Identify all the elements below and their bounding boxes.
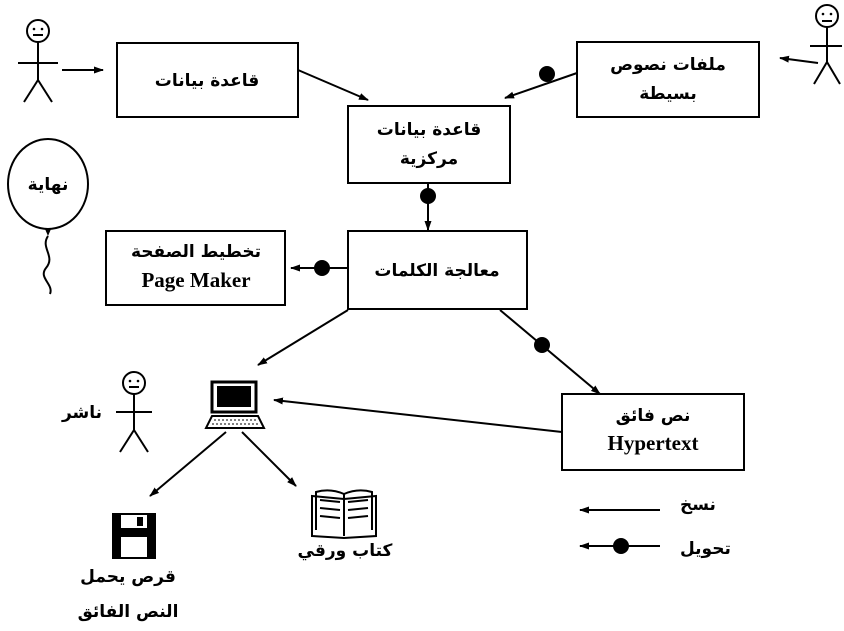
person-publisher-icon: [116, 371, 152, 453]
box-database-label: قاعدة بيانات: [155, 71, 259, 91]
edge-files-to-central: [504, 72, 578, 99]
legend-convert-label: تحويل: [680, 539, 731, 559]
box-word-processing-label: معالجة الكلمات: [374, 261, 499, 281]
convert-dot-files: [539, 66, 555, 82]
publisher-label: ناشر: [61, 403, 102, 423]
box-text-files: ملفات نصوص بسيطة: [576, 41, 760, 118]
box-central-database-line2: مركزية: [400, 149, 458, 169]
edge-computer-to-book: [241, 431, 297, 487]
box-hypertext-en: Hypertext: [608, 431, 699, 455]
edge-hypertext-to-computer: [273, 397, 563, 433]
box-database: قاعدة بيانات: [116, 42, 299, 118]
box-page-layout-ar: تخطيط الصفحة: [131, 242, 261, 262]
end-label: نهاية: [28, 175, 69, 195]
floppy-disk-icon: [112, 513, 156, 559]
person-left-icon: [18, 19, 58, 103]
paper-book-label: كتاب ورقي: [298, 541, 393, 561]
legend-convert-dot: [613, 538, 629, 554]
box-central-database-line1: قاعدة بيانات: [377, 120, 481, 140]
edge-right-user-to-files: [779, 55, 819, 64]
edges: [62, 55, 819, 497]
edge-wordproc-to-hypertext: [499, 309, 601, 395]
disk-label-line2: النص الفائق: [78, 602, 179, 622]
edge-wordproc-to-computer: [257, 309, 349, 366]
box-page-layout-en: Page Maker: [141, 268, 250, 292]
box-text-files-line1: ملفات نصوص: [610, 55, 726, 75]
box-hypertext-ar: نص فائق: [616, 406, 691, 426]
end-balloon-icon: [7, 138, 89, 295]
box-hypertext: نص فائق Hypertext: [561, 393, 745, 471]
edge-computer-to-disk: [149, 431, 227, 497]
computer-icon: [204, 380, 266, 429]
person-right-icon: [810, 4, 842, 85]
box-text-files-line2: بسيطة: [639, 84, 697, 104]
box-word-processing: معالجة الكلمات: [347, 230, 528, 310]
box-central-database: قاعدة بيانات مركزية: [347, 105, 511, 184]
convert-dot-pagemaker: [314, 260, 330, 276]
convert-dot-central: [420, 188, 436, 204]
disk-label-line1: قرص يحمل: [80, 567, 176, 587]
box-page-layout: تخطيط الصفحة Page Maker: [105, 230, 286, 306]
convert-dot-hypertext: [534, 337, 550, 353]
book-icon: [311, 489, 377, 540]
edge-db-to-central: [297, 69, 369, 101]
legend-copy-label: نسخ: [680, 495, 716, 515]
legend: نسخ تحويل: [579, 495, 731, 559]
